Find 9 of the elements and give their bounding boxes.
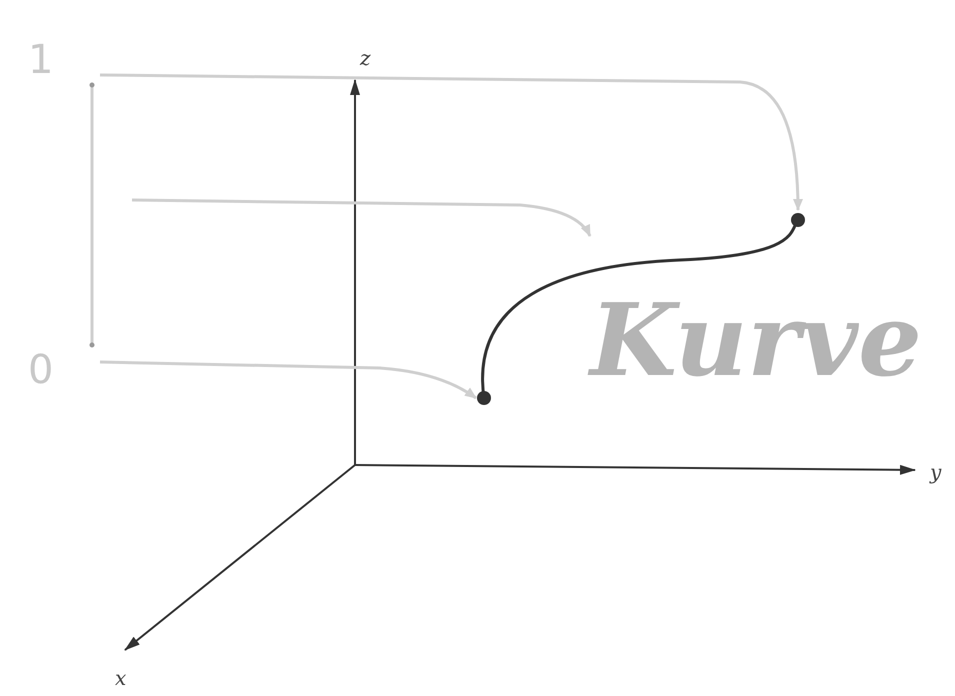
mapping-arrow: [100, 74, 803, 211]
axis-label: x: [115, 668, 126, 688]
end-point: [790, 212, 806, 228]
axis-label: z: [360, 48, 371, 68]
axis-label: y: [930, 462, 942, 482]
end-point: [476, 390, 492, 406]
mapping-arrow: [100, 360, 477, 400]
mapping-arrow: [132, 198, 592, 237]
curve-caption: Kurve: [590, 290, 922, 390]
